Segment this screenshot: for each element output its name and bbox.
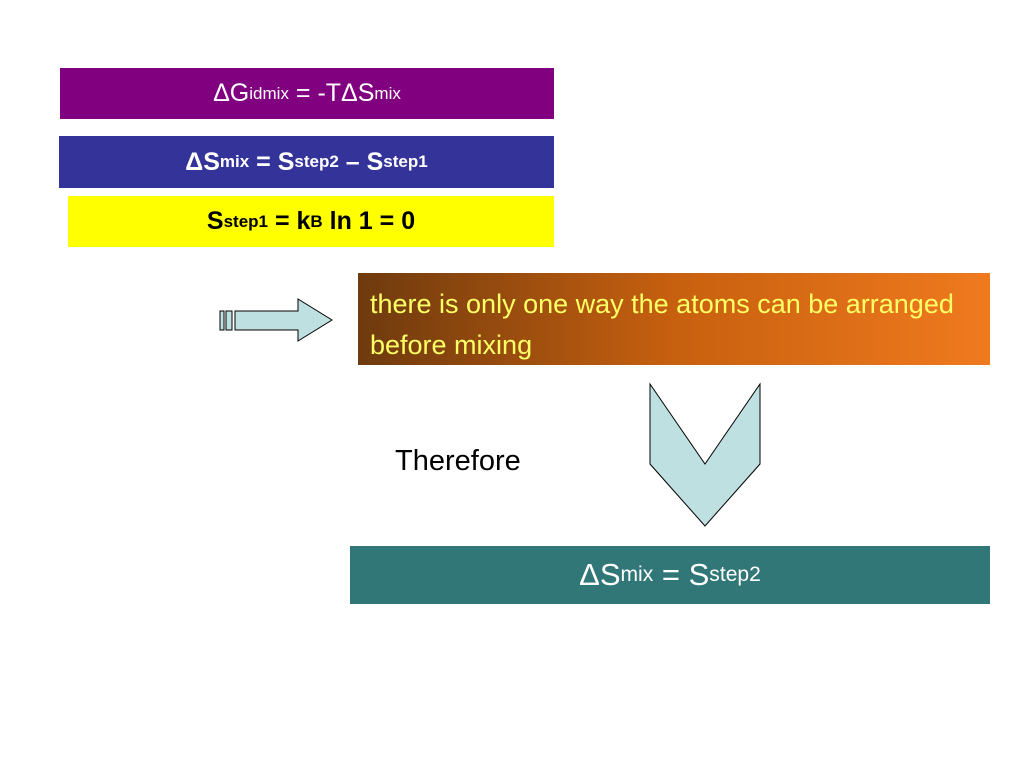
right-arrow-icon	[219, 298, 333, 342]
eq2-mid2: – S	[338, 147, 384, 176]
eq1-mid: = -TΔS	[288, 79, 375, 107]
eq3-mid2: ln 1 = 0	[322, 207, 416, 235]
eq3-s: S	[206, 207, 224, 235]
down-arrow-icon	[649, 382, 761, 527]
result-delta-s: ΔS	[579, 557, 621, 592]
therefore-label: Therefore	[395, 445, 521, 477]
eq2-delta-s: ΔS	[185, 147, 220, 176]
eq2-mid1: = S	[249, 147, 295, 176]
eq3-mid1: = k	[268, 207, 311, 235]
explanation-callout: there is only one way the atoms can be a…	[358, 273, 990, 365]
result-mid: = S	[653, 557, 710, 592]
eq1-delta-g: ΔG	[213, 79, 250, 107]
explanation-text: there is only one way the atoms can be a…	[370, 289, 954, 360]
